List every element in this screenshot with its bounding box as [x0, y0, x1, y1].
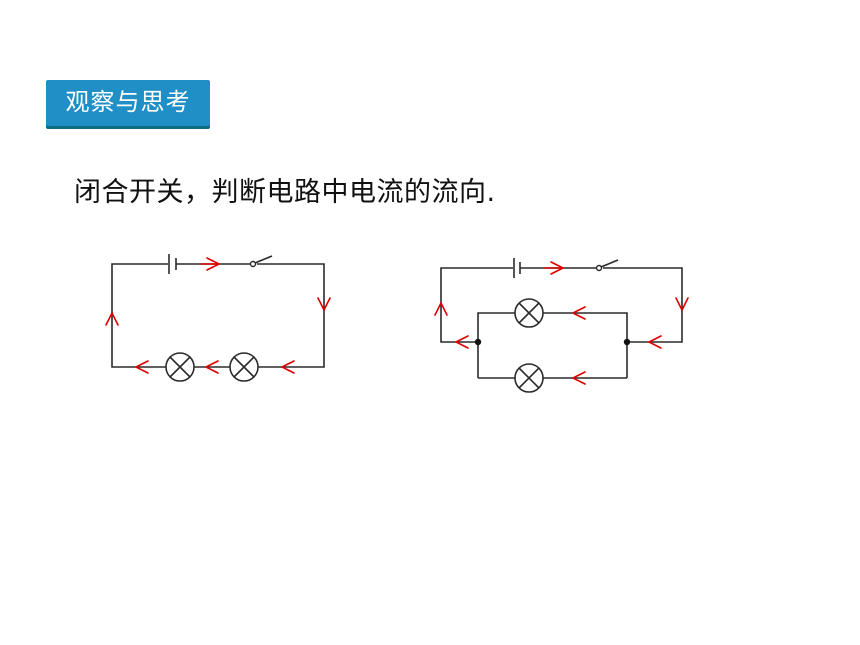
- series-arrow-left: [105, 312, 119, 326]
- parallel-wire-left: [440, 267, 513, 343]
- parallel-lamp-top: [514, 298, 544, 328]
- parallel-switch: [595, 259, 619, 272]
- parallel-wire-right: [603, 267, 683, 343]
- badge-label: 观察与思考: [65, 88, 191, 116]
- parallel-arrow-branch-top: [572, 306, 586, 320]
- series-wire-top-left: [111, 263, 168, 368]
- parallel-circuit: [434, 258, 689, 393]
- parallel-arrow-branch-bottom: [572, 371, 586, 385]
- question-text: 闭合开关，判断电路中电流的流向.: [74, 177, 496, 208]
- series-arrow-bottom-mid: [205, 360, 219, 374]
- parallel-lamp-bottom: [514, 363, 544, 393]
- series-arrow-right: [317, 297, 331, 311]
- parallel-arrow-left: [434, 302, 448, 316]
- section-badge: 观察与思考: [46, 80, 210, 126]
- series-arrow-bottom-left: [135, 360, 149, 374]
- series-lamp-2: [229, 352, 259, 382]
- parallel-arrow-left-junction: [455, 335, 469, 349]
- parallel-junction-right: [623, 338, 631, 346]
- parallel-arrow-right: [675, 297, 689, 311]
- series-circuit: [105, 254, 331, 382]
- series-arrow-bottom-right: [281, 360, 295, 374]
- series-wire-right: [257, 263, 325, 368]
- series-switch: [249, 255, 273, 268]
- series-battery: [168, 254, 177, 274]
- series-lamp-1: [165, 352, 195, 382]
- parallel-battery: [513, 258, 521, 278]
- parallel-junction-left: [474, 338, 482, 346]
- parallel-arrow-right-junction: [648, 335, 662, 349]
- parallel-branch-top: [477, 312, 628, 378]
